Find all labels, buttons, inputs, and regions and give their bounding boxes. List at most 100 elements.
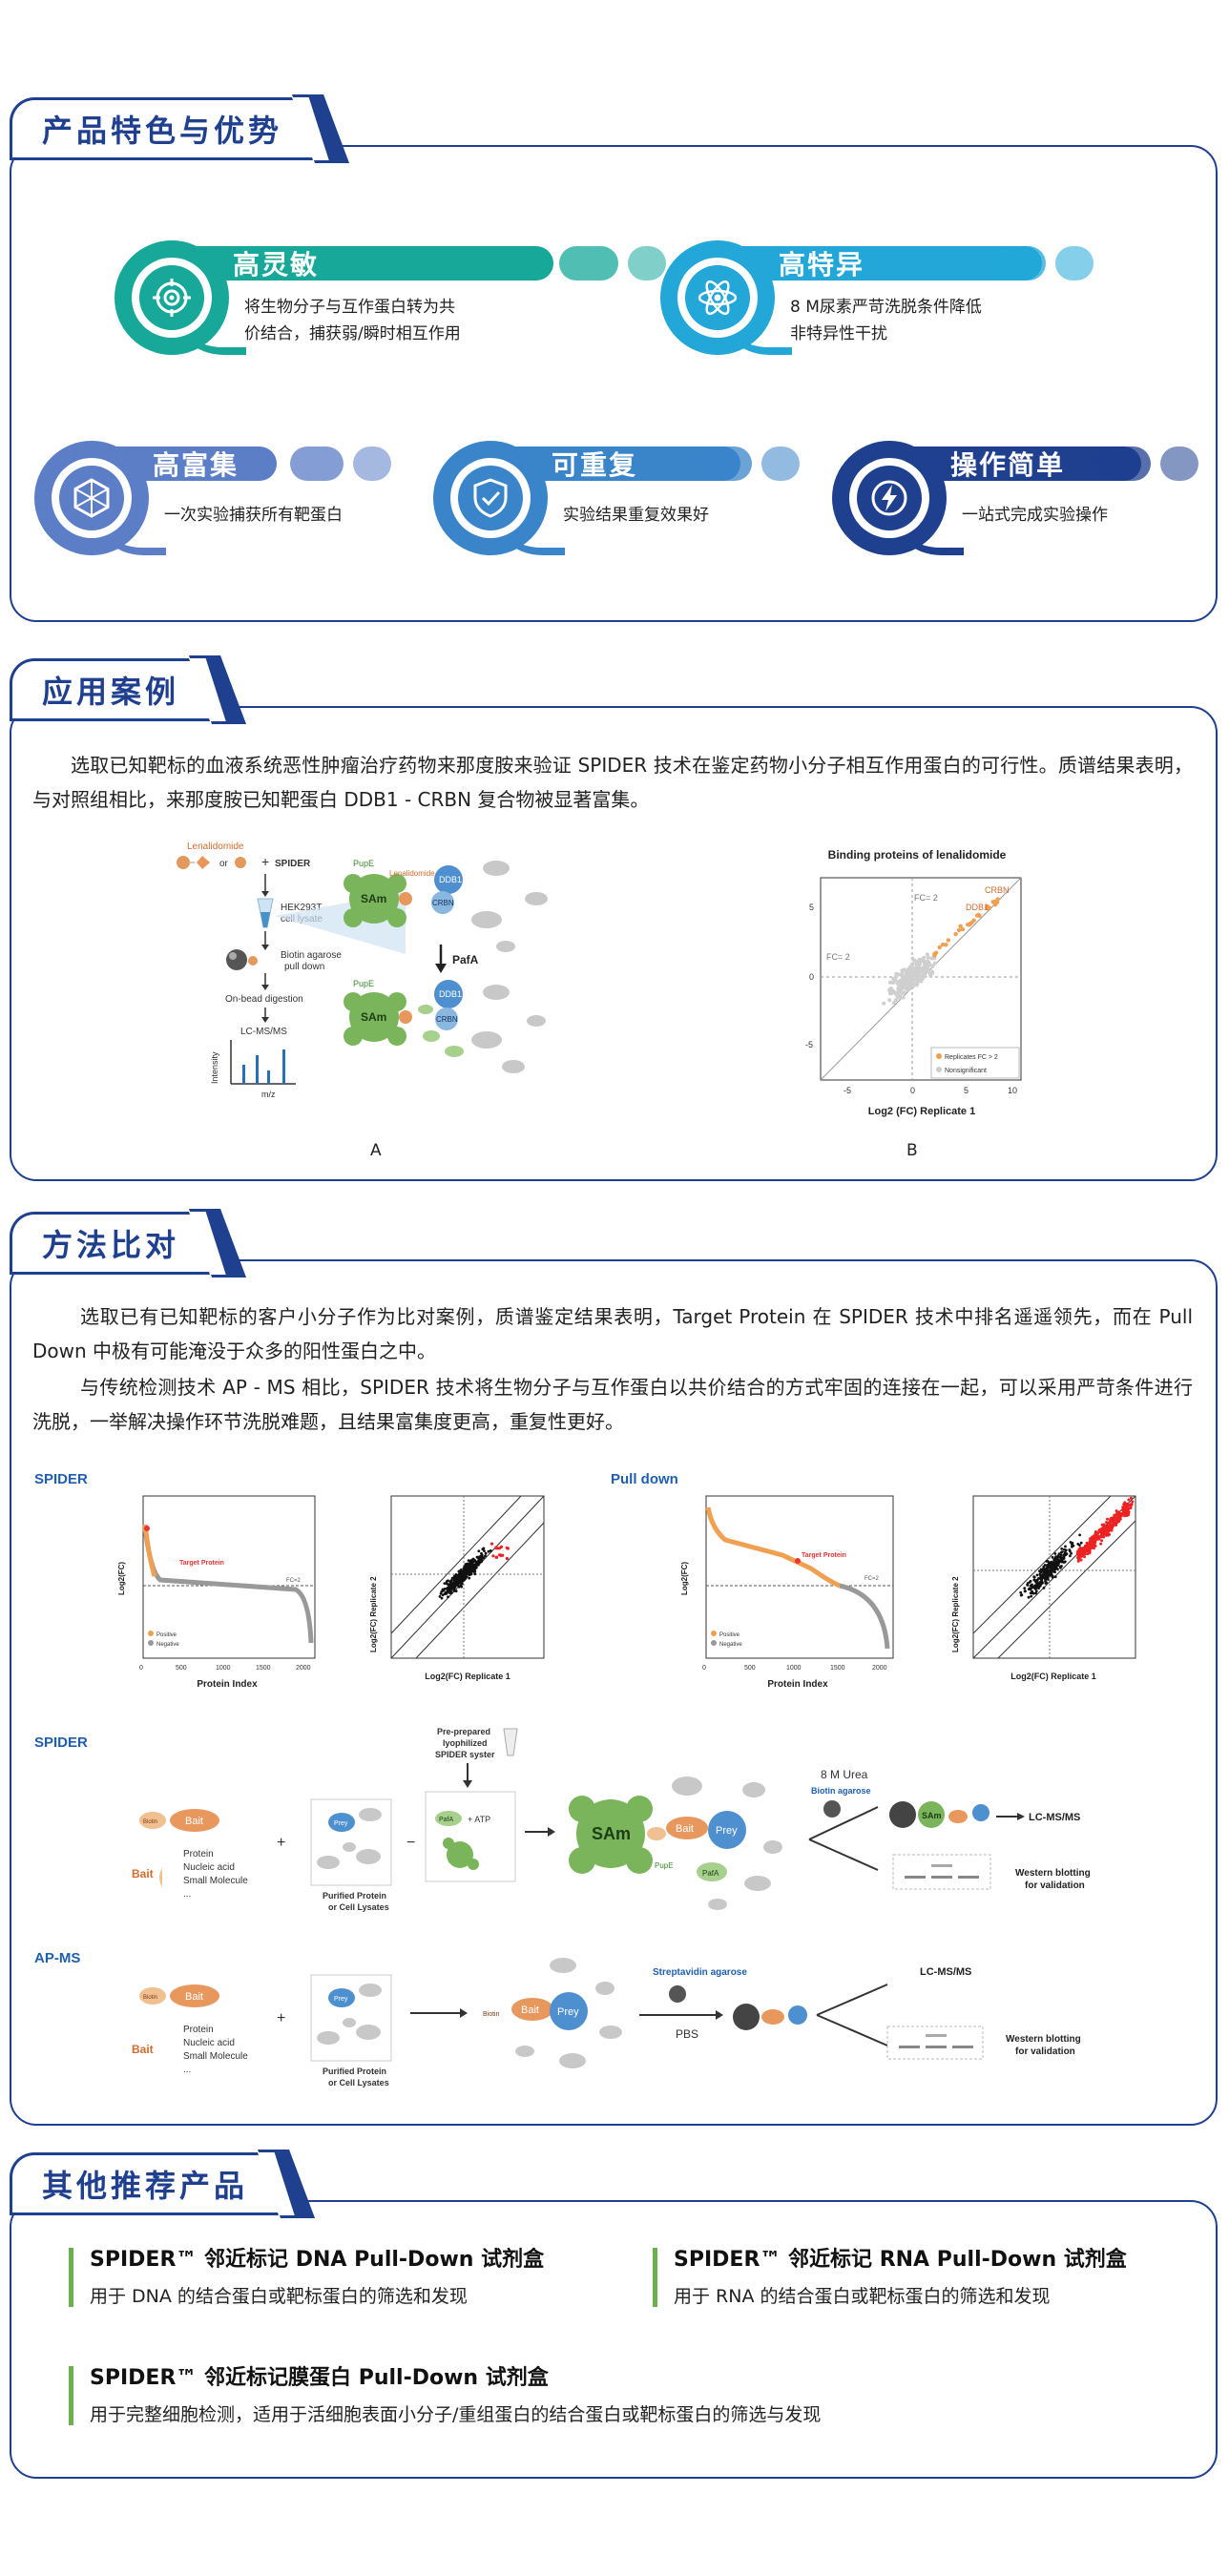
- svg-text:+: +: [277, 2010, 285, 2026]
- svg-text:LC-MS/MS: LC-MS/MS: [240, 1027, 287, 1037]
- scatter-point: [1100, 1539, 1104, 1543]
- scatter-cloud: [882, 897, 1000, 1006]
- svg-text:Negative: Negative: [156, 1642, 179, 1648]
- svg-text:Log2(FC) Replicate 2: Log2(FC) Replicate 2: [951, 1576, 960, 1652]
- scatter-point: [1034, 1589, 1038, 1593]
- scatter-point: [1029, 1579, 1032, 1583]
- scatter-point: [912, 971, 917, 976]
- comparison-paragraph-1: 选取已有已知靶标的客户小分子作为比对案例，质谱鉴定结果表明，Target Pro…: [32, 1305, 1193, 1362]
- scatter-point: [922, 971, 927, 976]
- scatter-point: [1121, 1510, 1125, 1514]
- scatter-point: [1059, 1553, 1063, 1557]
- product-title[interactable]: SPIDER™ 邻近标记 DNA Pull-Down 试剂盒: [90, 2248, 545, 2272]
- scatter-point: [1042, 1567, 1045, 1570]
- scatter-point: [932, 961, 937, 966]
- svg-text:Lenalidomide: Lenalidomide: [187, 841, 244, 852]
- scatter-point: [1116, 1510, 1120, 1514]
- feature-card-specific: 高特异 8 M尿素严苛洗脱条件降低非特异性干扰: [660, 240, 1118, 355]
- svg-text:Prey: Prey: [716, 1825, 738, 1837]
- svg-text:Small Molecule: Small Molecule: [183, 2051, 248, 2062]
- scatter-point: [1031, 1585, 1034, 1589]
- scatter-point: [902, 974, 906, 979]
- svg-text:+ ATP: + ATP: [468, 1815, 490, 1824]
- svg-text:1000: 1000: [786, 1665, 802, 1672]
- svg-text:0: 0: [910, 1086, 915, 1095]
- product-title[interactable]: SPIDER™ 邻近标记 RNA Pull-Down 试剂盒: [674, 2248, 1127, 2272]
- scatter-point: [464, 1563, 468, 1566]
- svg-text:500: 500: [176, 1665, 187, 1672]
- scatter-point: [1037, 1587, 1040, 1590]
- svg-text:FC=2: FC=2: [864, 1576, 880, 1582]
- scatter-point: [445, 1580, 448, 1583]
- hexagon-icon: [73, 478, 110, 518]
- scatter-point: [1069, 1541, 1073, 1544]
- scatter-point: [1077, 1551, 1081, 1555]
- svg-text:SAm: SAm: [922, 1811, 942, 1820]
- scatter-point: [1094, 1532, 1097, 1535]
- scatter-point: [916, 972, 921, 977]
- svg-text:FC= 2: FC= 2: [914, 893, 938, 903]
- scatter-point: [958, 924, 963, 928]
- svg-text:FC= 2: FC= 2: [826, 952, 850, 962]
- scatter-point: [1053, 1575, 1057, 1579]
- scatter-point: [1059, 1566, 1062, 1569]
- scatter-point: [1085, 1547, 1089, 1550]
- scatter-point: [1129, 1496, 1133, 1500]
- svg-text:Binding proteins of lenalidomi: Binding proteins of lenalidomide: [828, 848, 1007, 862]
- svg-text:Bait: Bait: [185, 1991, 203, 2003]
- products-title: 其他推荐产品: [10, 2150, 316, 2218]
- scatter-point: [1106, 1517, 1109, 1521]
- feature-desc: 一次实验捕获所有靶蛋白: [164, 506, 343, 525]
- svg-text:On-bead digestion: On-bead digestion: [225, 994, 303, 1005]
- svg-text:Western blotting: Western blotting: [1006, 2034, 1081, 2045]
- scatter-point: [960, 926, 966, 932]
- product-rna-kit[interactable]: SPIDER™ 邻近标记 RNA Pull-Down 试剂盒 用于 RNA 的结…: [653, 2244, 1187, 2313]
- scatter-point: [1042, 1572, 1045, 1576]
- scatter-point: [1037, 1584, 1041, 1588]
- product-desc: 用于 RNA 的结合蛋白或靶标蛋白的筛选和发现: [674, 2286, 1051, 2307]
- figure-b-caption: B: [906, 1141, 918, 1160]
- scatter-point: [1047, 1563, 1051, 1567]
- scatter-point: [1106, 1527, 1110, 1529]
- scatter-point: [918, 962, 923, 966]
- scatter-point: [1035, 1573, 1039, 1577]
- scatter-point: [930, 964, 935, 968]
- svg-text:CRBN: CRBN: [436, 1015, 458, 1024]
- feature-desc: 一站式完成实验操作: [962, 506, 1108, 525]
- scatter-point: [1125, 1508, 1129, 1512]
- scatter-point: [460, 1577, 464, 1580]
- scatter-point: [1090, 1542, 1094, 1546]
- svg-text:PafA: PafA: [452, 953, 479, 966]
- product-dna-kit[interactable]: SPIDER™ 邻近标记 DNA Pull-Down 试剂盒 用于 DNA 的结…: [69, 2244, 603, 2313]
- scatter-point: [1078, 1555, 1082, 1559]
- svg-text:+: +: [277, 1835, 285, 1851]
- scatter-point: [1114, 1519, 1118, 1523]
- scatter-point: [1118, 1513, 1122, 1517]
- scatter-point: [900, 971, 905, 976]
- scatter-point: [463, 1572, 466, 1575]
- feature-card-repeat: 可重复 实验结果重复效果好: [433, 441, 891, 555]
- scatter-point: [1050, 1573, 1053, 1577]
- svg-text:0: 0: [809, 972, 814, 982]
- scatter-point: [907, 977, 912, 982]
- product-membrane-kit[interactable]: SPIDER™ 邻近标记膜蛋白 Pull-Down 试剂盒 用于完整细胞检测，适…: [69, 2362, 1176, 2431]
- svg-text:Prey: Prey: [557, 2006, 579, 2018]
- svg-text:CRBN: CRBN: [985, 885, 1010, 895]
- svg-text:or Cell Lysates: or Cell Lysates: [328, 2078, 389, 2088]
- svg-text:pull down: pull down: [284, 962, 324, 972]
- svg-text:+: +: [261, 854, 269, 869]
- scatter-point: [913, 968, 918, 973]
- svg-text:2000: 2000: [296, 1665, 311, 1672]
- scatter-point: [499, 1545, 504, 1548]
- svg-text:10: 10: [1008, 1086, 1017, 1095]
- svg-text:Bait: Bait: [132, 1867, 154, 1880]
- svg-text:Western blotting: Western blotting: [1015, 1868, 1091, 1879]
- scatter-point: [1129, 1504, 1133, 1507]
- product-title[interactable]: SPIDER™ 邻近标记膜蛋白 Pull-Down 试剂盒: [90, 2366, 549, 2390]
- svg-text:0: 0: [139, 1665, 143, 1672]
- svg-text:PupE: PupE: [353, 859, 374, 868]
- spider-scatter-plot: Log2(FC) Replicate 1 Log2(FC) Replicate …: [369, 1495, 545, 1681]
- scatter-point: [1069, 1554, 1072, 1558]
- svg-text:1500: 1500: [256, 1665, 271, 1672]
- scatter-point: [917, 978, 921, 983]
